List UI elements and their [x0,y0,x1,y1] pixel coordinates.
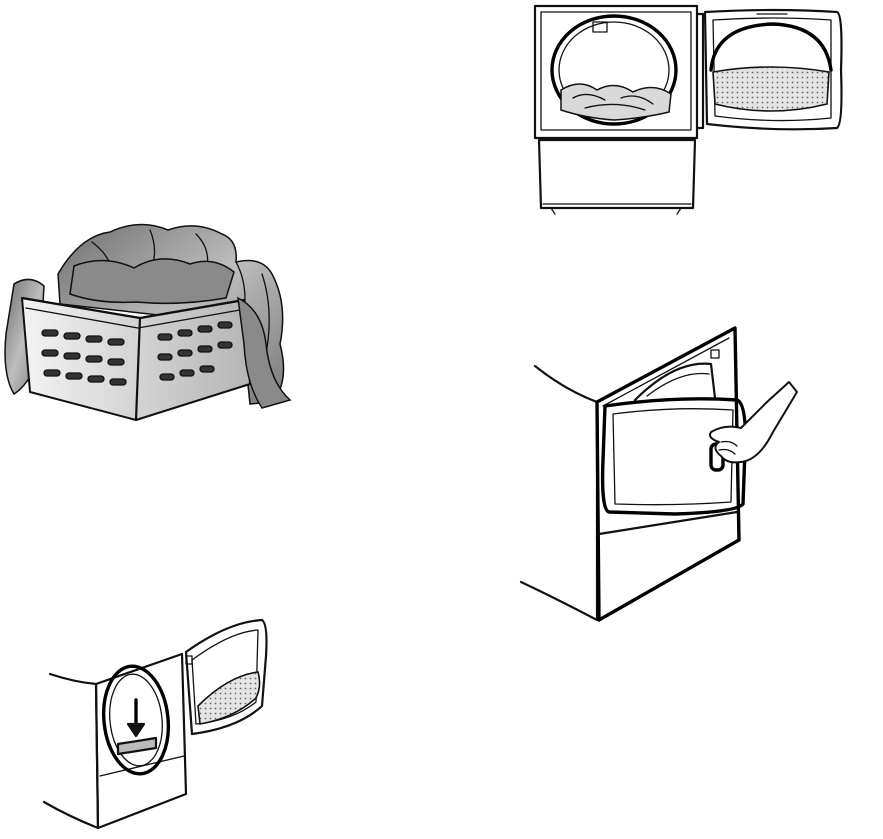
laundry-basket-icon [0,214,300,434]
dryer-open-icon [525,0,845,220]
dryer-door-close-icon [515,320,805,630]
lint-screen-icon [38,616,278,836]
